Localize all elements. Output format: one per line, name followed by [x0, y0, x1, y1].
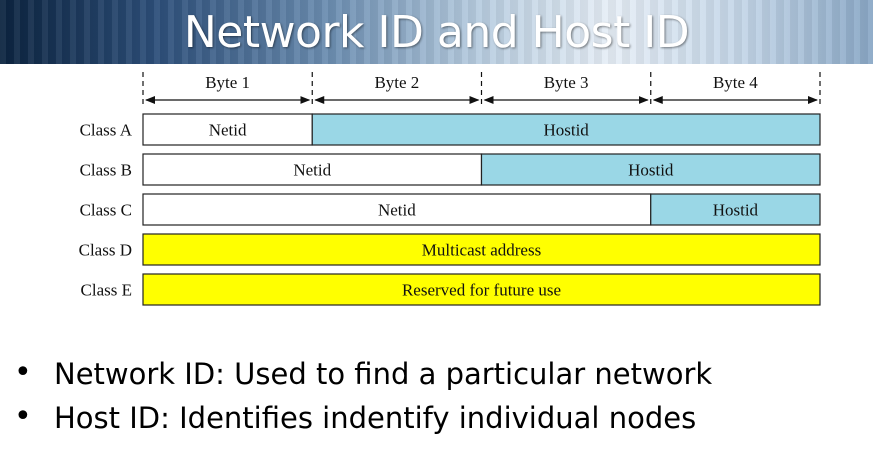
- segment-label: Hostid: [543, 121, 589, 140]
- bullet-item: • Host ID: Identifies indentify individu…: [0, 399, 873, 439]
- class-label: Class C: [80, 201, 132, 220]
- class-label: Class B: [80, 161, 132, 180]
- bullet-text: Network ID: Used to find a particular ne…: [54, 357, 713, 391]
- page-title: Network ID and Host ID: [183, 7, 690, 58]
- segment-label: Netid: [378, 201, 416, 220]
- net-segment: [142, 153, 483, 186]
- bullet-item: • Network ID: Used to find a particular …: [0, 355, 873, 395]
- byte-label: Byte 3: [544, 73, 589, 92]
- byte-label: Byte 4: [713, 73, 758, 92]
- special-segment: [142, 273, 821, 306]
- net-segment: [142, 113, 313, 146]
- net-segment: [142, 193, 652, 226]
- segment-label: Netid: [209, 121, 247, 140]
- class-label: Class D: [79, 241, 132, 260]
- host-segment: [650, 193, 821, 226]
- special-segment: [142, 233, 821, 266]
- host-segment: [311, 113, 821, 146]
- bullet-text: Host ID: Identifies indentify individual…: [54, 401, 697, 435]
- title-banner: Network ID and Host ID: [0, 0, 873, 64]
- segment-label: Multicast address: [422, 241, 541, 260]
- bullet-dot: •: [14, 399, 32, 434]
- segment-label: Hostid: [628, 161, 674, 180]
- byte-label: Byte 2: [374, 73, 419, 92]
- host-segment: [480, 153, 821, 186]
- segment-label: Netid: [293, 161, 331, 180]
- class-label: Class A: [80, 121, 133, 140]
- class-label: Class E: [81, 281, 132, 300]
- bullet-dot: •: [14, 355, 32, 390]
- byte-label: Byte 1: [205, 73, 250, 92]
- segment-label: Reserved for future use: [402, 281, 561, 300]
- segment-label: Hostid: [713, 201, 759, 220]
